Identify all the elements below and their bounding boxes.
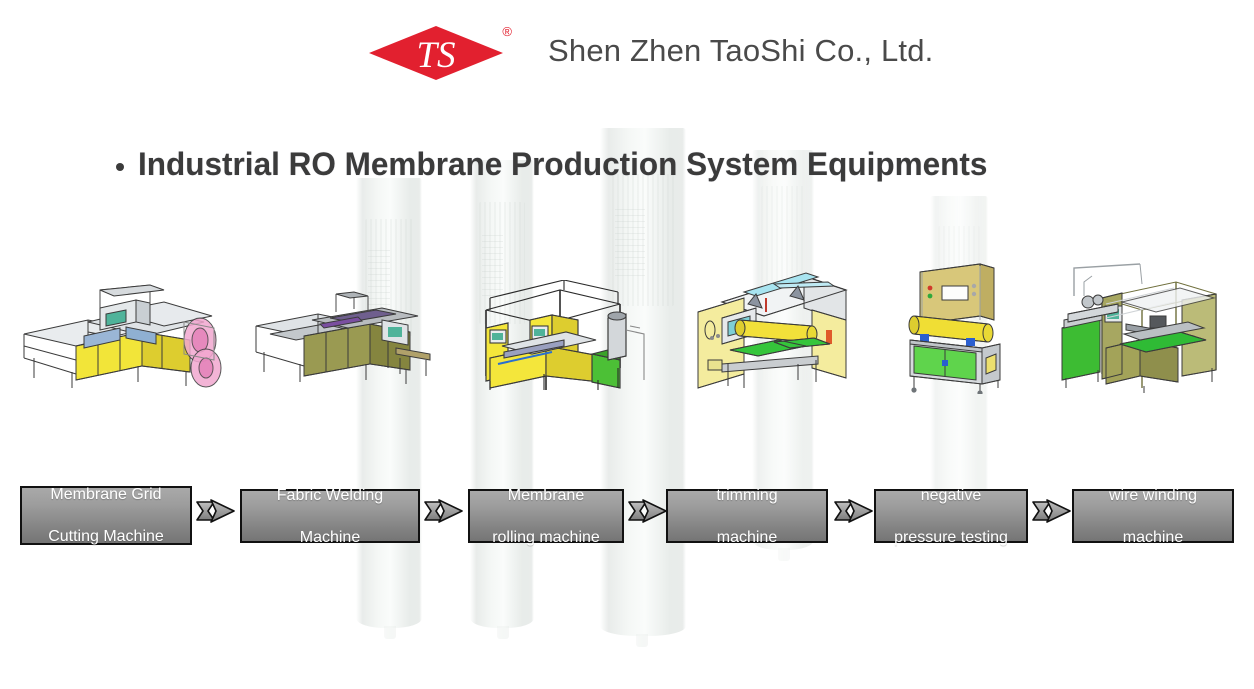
flow-step-line1: Membrane Grid <box>50 486 162 503</box>
fabric-welding-machine-render <box>250 290 436 388</box>
flow-arrow-3 <box>628 494 668 528</box>
flow-step-line1: trimming <box>716 486 778 504</box>
company-logo: TS ® <box>368 21 516 83</box>
right-arrow-icon <box>628 499 667 523</box>
bullet-point-icon <box>116 162 124 171</box>
slide-title-row: Industrial RO Membrane Production System… <box>116 146 1000 183</box>
flow-step-trimming-machine[interactable]: trimming machine <box>666 487 828 546</box>
membrane-rolling-machine-render <box>468 280 654 392</box>
right-arrow-icon <box>1032 499 1071 523</box>
flow-step-line1: negative <box>920 486 982 504</box>
flow-step-line1: Fabric Welding <box>276 486 384 504</box>
flow-arrow-2 <box>424 494 464 528</box>
flow-arrow-5 <box>1032 494 1072 528</box>
flow-step-wire-winding-machine[interactable]: wire winding machine <box>1072 487 1234 546</box>
machine-illustration-row <box>0 248 1254 408</box>
flow-step-negative-pressure-testing[interactable]: negative pressure testing <box>874 487 1028 546</box>
flow-step-membrane-rolling-machine[interactable]: Membrane rolling machine <box>468 487 624 546</box>
flow-step-line2: Cutting Machine <box>48 528 164 545</box>
flow-step-line1: Membrane <box>507 486 585 504</box>
flow-arrow-4 <box>834 494 874 528</box>
flow-step-line1: wire winding <box>1108 486 1198 504</box>
flow-step-line2: machine <box>1122 528 1184 546</box>
flow-step-line2: rolling machine <box>492 528 600 546</box>
flow-step-fabric-welding-machine[interactable]: Fabric Welding Machine <box>240 487 420 546</box>
company-name: Shen Zhen TaoShi Co., Ltd. <box>548 33 934 68</box>
process-flow-diagram: Membrane Grid Cutting Machine Fabric Wel… <box>0 480 1254 550</box>
negative-pressure-testing-render <box>896 260 1016 394</box>
flow-arrow-1 <box>196 494 236 528</box>
right-arrow-icon <box>196 499 235 523</box>
wire-winding-machine-render <box>1054 262 1226 394</box>
trimming-machine-render <box>678 268 858 394</box>
right-arrow-icon <box>424 499 463 523</box>
page-title: Industrial RO Membrane Production System… <box>138 146 988 182</box>
flow-step-line2: machine <box>716 528 778 546</box>
flow-step-line2: pressure testing <box>894 528 1008 546</box>
svg-text:TS: TS <box>416 35 455 76</box>
slide-header: TS ® Shen Zhen TaoShi Co., Ltd. <box>0 0 1254 100</box>
flow-step-line2: Machine <box>299 528 361 546</box>
ts-diamond-icon: TS <box>369 26 503 80</box>
registered-trademark-icon: ® <box>502 24 512 39</box>
right-arrow-icon <box>834 499 873 523</box>
membrane-grid-cutting-machine-render <box>14 282 226 390</box>
flow-step-membrane-grid-cutting-machine[interactable]: Membrane Grid Cutting Machine <box>20 486 192 545</box>
